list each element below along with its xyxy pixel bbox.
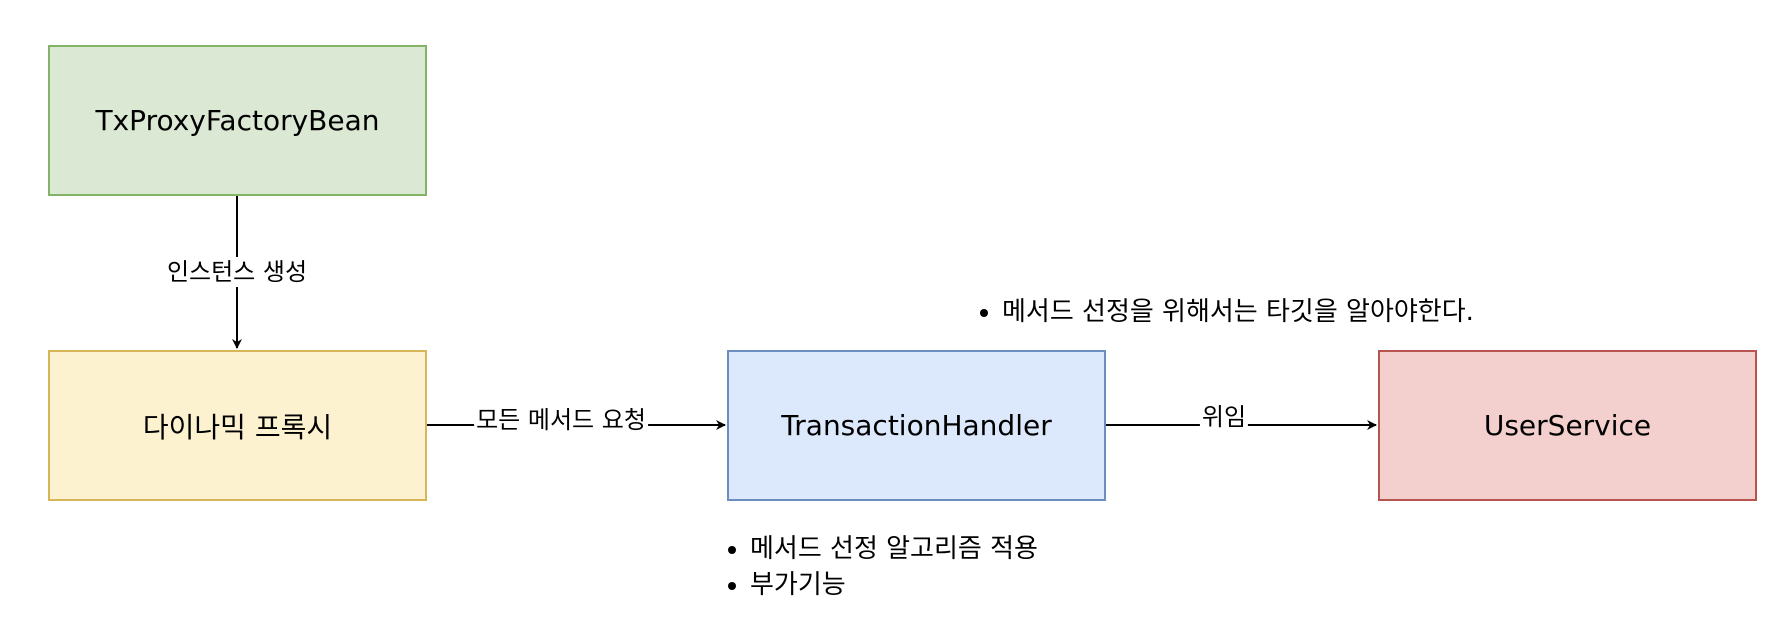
node-label: TransactionHandler [781, 409, 1052, 442]
note-target-knowledge: 메서드 선정을 위해서는 타깃을 알아야한다. [976, 294, 1474, 330]
node-label: 다이나믹 프록시 [142, 410, 333, 444]
note-item: 부가기능 [724, 567, 1038, 603]
edge-label-delegate: 위임 [1199, 402, 1249, 432]
node-label: TxProxyFactoryBean [95, 104, 380, 137]
node-transaction-handler: TransactionHandler [727, 350, 1106, 501]
edge-label-create-instance: 인스턴스 생성 [164, 257, 310, 287]
note-handler-responsibilities: 메서드 선정 알고리즘 적용 부가기능 [724, 531, 1038, 603]
node-dynamic-proxy: 다이나믹 프록시 [48, 350, 427, 501]
node-label: UserService [1483, 409, 1652, 442]
note-item: 메서드 선정 알고리즘 적용 [724, 531, 1038, 567]
edge-label-all-method-requests: 모든 메서드 요청 [474, 405, 648, 435]
note-item: 메서드 선정을 위해서는 타깃을 알아야한다. [976, 294, 1474, 330]
node-tx-proxy-factory-bean: TxProxyFactoryBean [48, 45, 427, 196]
node-user-service: UserService [1378, 350, 1757, 501]
